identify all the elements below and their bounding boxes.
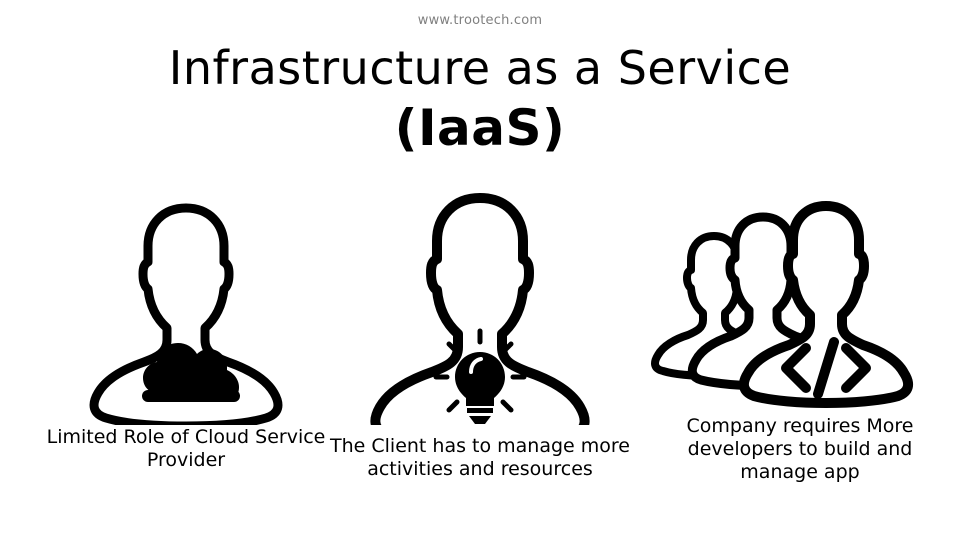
person-with-lightbulb-graphic [370,193,590,425]
column-limited-role-cloud-provider: Limited Role of Cloud Service Provider [36,190,336,520]
person-front-icon [738,201,914,408]
caption-limited-role-cloud-provider: Limited Role of Cloud Service Provider [46,426,326,471]
column-client-manages-activities: The Client has to manage more activities… [330,190,630,520]
caption-more-developers-needed: Company requires More developers to buil… [686,415,914,483]
person-with-lightbulb-icon [330,190,630,425]
lightbulb-rays [433,328,527,413]
person-with-cloud-graphic [89,203,283,425]
page-title-abbreviation: (IaaS) [394,99,566,157]
watermark-url: www.trootech.com [417,13,543,28]
people-group-with-code-graphic [651,201,914,408]
page-title: Infrastructure as a Service [168,41,792,95]
people-group-with-code-icon [650,190,950,425]
code-badge-icon [781,337,871,399]
cloud-badge-icon [142,343,240,402]
column-more-developers-needed: Company requires More developers to buil… [650,190,950,520]
lightbulb-badge-icon [433,328,527,424]
person-with-cloud-icon [36,190,336,425]
caption-client-manages-activities: The Client has to manage more activities… [330,435,631,480]
